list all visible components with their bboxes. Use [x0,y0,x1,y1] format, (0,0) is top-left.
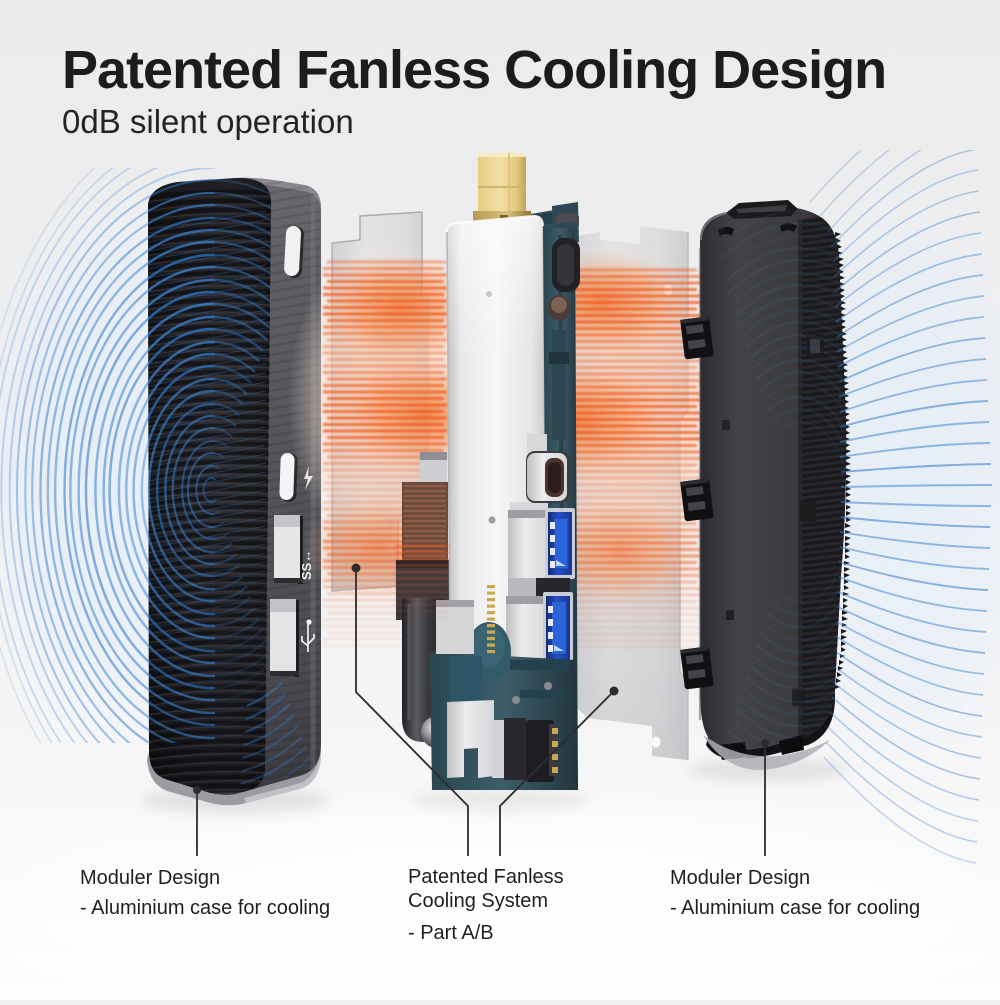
svg-text:- Aluminium case for cooling: - Aluminium case for cooling [80,897,330,919]
svg-text:- Part A/B: - Part A/B [408,922,494,944]
svg-text:- Aluminium case for cooling: - Aluminium case for cooling [670,897,920,919]
svg-text:Moduler Design: Moduler Design [80,867,220,889]
svg-text:Moduler Design: Moduler Design [670,867,810,889]
svg-text:Patented Fanless: Patented Fanless [408,866,564,888]
svg-text:Cooling System: Cooling System [408,890,548,912]
svg-text:0dB silent operation: 0dB silent operation [62,103,354,140]
svg-text:Patented Fanless Cooling Desig: Patented Fanless Cooling Design [62,40,886,100]
